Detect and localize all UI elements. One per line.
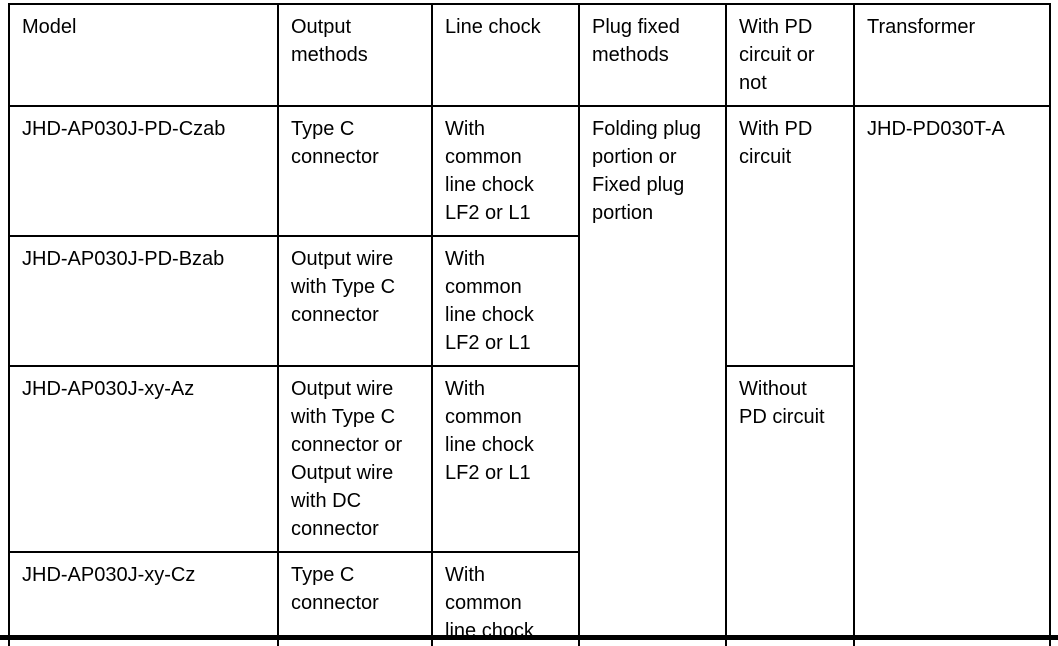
header-row: Model Output methods Line chock Plug fix… (8, 3, 1051, 107)
table-row: JHD-AP030J-xy-Cz Type C connector With c… (8, 551, 1050, 646)
table-row: JHD-AP030J-xy-Az Output wire with Type C… (8, 365, 1050, 646)
cell-line-chock: With common line chock LF2 or L1 (431, 105, 580, 237)
cell-pd-without-circuit: Without PD circuit (725, 365, 855, 646)
cell-pd-with-circuit: With PD circuit (725, 105, 855, 367)
cell-model: JHD-AP030J-PD-Bzab (8, 235, 279, 367)
bottom-rule (0, 635, 1058, 640)
cell-plug-fixed-methods: Folding plug portion or Fixed plug porti… (578, 105, 727, 646)
header-output-methods: Output methods (277, 3, 433, 107)
table-row: JHD-AP030J-PD-Bzab Output wire with Type… (8, 235, 1050, 367)
header-line-chock: Line chock (431, 3, 580, 107)
cell-output-methods: Type C connector (277, 551, 433, 646)
spec-table: Model Output methods Line chock Plug fix… (8, 3, 1051, 646)
cell-output-methods: Output wire with Type C connector or Out… (277, 365, 433, 553)
cell-line-chock: With common line chock LF2 or L1 (431, 235, 580, 367)
cell-transformer: JHD-PD030T-A (853, 105, 1051, 646)
cell-model: JHD-AP030J-xy-Az (8, 365, 279, 553)
cell-model: JHD-AP030J-xy-Cz (8, 551, 279, 646)
header-model: Model (8, 3, 279, 107)
cell-output-methods: Output wire with Type C connector (277, 235, 433, 367)
header-plug-fixed-methods: Plug fixed methods (578, 3, 727, 107)
cell-line-chock: With common line chock LF2 or L1 (431, 365, 580, 553)
cell-model: JHD-AP030J-PD-Czab (8, 105, 279, 237)
cell-line-chock: With common line chock LF2 or L1 (431, 551, 580, 646)
cell-output-methods: Type C connector (277, 105, 433, 237)
header-transformer: Transformer (853, 3, 1051, 107)
table-row: JHD-AP030J-PD-Czab Type C connector With… (8, 105, 1051, 646)
header-pd-circuit: With PD circuit or not (725, 3, 855, 107)
